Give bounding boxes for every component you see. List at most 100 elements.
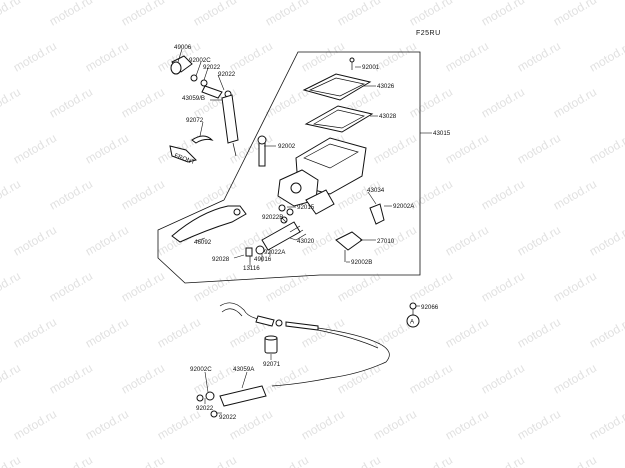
reservoir-cap-screws bbox=[349, 57, 355, 70]
watermark-text: motod.ru bbox=[155, 315, 203, 351]
label-92002a: 92002A bbox=[393, 203, 415, 210]
watermark-text: motod.ru bbox=[83, 315, 131, 351]
watermark-text: motod.ru bbox=[119, 177, 167, 213]
watermark-text: motod.ru bbox=[0, 177, 23, 213]
watermark-text: motod.ru bbox=[515, 223, 563, 259]
label-43034: 43034 bbox=[367, 187, 385, 194]
watermark-text: motod.ru bbox=[11, 315, 59, 351]
watermark-text: motod.ru bbox=[587, 407, 625, 443]
watermark-text: motod.ru bbox=[371, 131, 419, 167]
label-92002c-bottom: 92002C bbox=[190, 366, 212, 373]
label-92072: 92072 bbox=[186, 117, 204, 124]
watermark-text: motod.ru bbox=[551, 0, 599, 29]
lower-hose-fitting bbox=[196, 385, 267, 418]
watermark-text: motod.ru bbox=[263, 0, 311, 29]
label-92028: 92028 bbox=[212, 256, 230, 263]
watermark-text: motod.ru bbox=[47, 177, 95, 213]
label-43015: 43015 bbox=[433, 130, 451, 137]
label-92022b: 92022B bbox=[262, 214, 283, 221]
watermark-text: motod.ru bbox=[479, 85, 527, 121]
watermark-text: motod.ru bbox=[299, 315, 347, 351]
watermark-text: motod.ru bbox=[119, 361, 167, 397]
watermark-text: motod.ru bbox=[83, 223, 131, 259]
watermark-text: motod.ru bbox=[515, 39, 563, 75]
watermark-text: motod.ru bbox=[587, 131, 625, 167]
label-92022-bottom-1: 92022 bbox=[196, 405, 214, 412]
watermark-text: motod.ru bbox=[47, 453, 95, 468]
label-43020: 43020 bbox=[297, 238, 315, 245]
watermark-text: motod.ru bbox=[515, 407, 563, 443]
banjo-fitting-top bbox=[170, 55, 232, 99]
watermark-text: motod.ru bbox=[227, 39, 275, 75]
watermark-text: motod.ru bbox=[443, 39, 491, 75]
watermark-text: motod.ru bbox=[479, 453, 527, 468]
reservoir-cap bbox=[302, 73, 372, 101]
label-92002c-top: 92002C bbox=[189, 57, 211, 64]
watermark-text: motod.ru bbox=[47, 85, 95, 121]
watermark-text: motod.ru bbox=[551, 177, 599, 213]
watermark-text: motod.ru bbox=[47, 269, 95, 305]
watermark-text: motod.ru bbox=[479, 0, 527, 29]
diagram-code: F25RU bbox=[416, 30, 441, 37]
label-27010: 27010 bbox=[377, 238, 395, 245]
watermark-text: motod.ru bbox=[299, 407, 347, 443]
label-43059b: 43059/B bbox=[182, 95, 205, 102]
watermark-text: motod.ru bbox=[551, 269, 599, 305]
watermark-text: motod.ru bbox=[263, 453, 311, 468]
watermark-text: motod.ru bbox=[479, 361, 527, 397]
marker-a: A bbox=[406, 302, 420, 328]
label-49016: 49016 bbox=[254, 256, 272, 263]
watermark-text: motod.ru bbox=[263, 269, 311, 305]
watermark-text: motod.ru bbox=[83, 131, 131, 167]
label-49006: 49006 bbox=[174, 44, 192, 51]
watermark-text: motod.ru bbox=[227, 407, 275, 443]
label-92022-top-2: 92022 bbox=[218, 71, 236, 78]
watermark-text: motod.ru bbox=[335, 269, 383, 305]
watermark-text: motod.ru bbox=[551, 361, 599, 397]
watermark-text: motod.ru bbox=[551, 453, 599, 468]
watermark-text: motod.ru bbox=[587, 223, 625, 259]
label-92002: 92002 bbox=[278, 143, 296, 150]
brake-lever bbox=[171, 205, 247, 243]
watermark-text: motod.ru bbox=[443, 315, 491, 351]
watermark-text: motod.ru bbox=[0, 0, 23, 29]
mounting-clamp bbox=[335, 203, 385, 262]
label-43059a: 43059A bbox=[233, 366, 255, 373]
watermark-text: motod.ru bbox=[587, 315, 625, 351]
label-92066: 92066 bbox=[421, 304, 439, 311]
watermark-text: motod.ru bbox=[407, 453, 455, 468]
watermark-text: motod.ru bbox=[11, 39, 59, 75]
watermark-text: motod.ru bbox=[0, 85, 23, 121]
label-92022-top-1: 92022 bbox=[203, 64, 221, 71]
watermark-text: motod.ru bbox=[155, 407, 203, 443]
watermark-text: motod.ru bbox=[479, 177, 527, 213]
watermark-text: motod.ru bbox=[407, 361, 455, 397]
leader-lines bbox=[177, 48, 432, 414]
diaphragm-plate bbox=[304, 105, 374, 133]
watermark-text: motod.ru bbox=[119, 0, 167, 29]
watermark-text: motod.ru bbox=[119, 269, 167, 305]
watermark-text: motod.ru bbox=[371, 407, 419, 443]
label-92015: 92015 bbox=[297, 204, 315, 211]
watermark-text: motod.ru bbox=[47, 361, 95, 397]
watermark-text: motod.ru bbox=[11, 223, 59, 259]
label-92022a: 92022A bbox=[264, 249, 286, 256]
watermark-text: motod.ru bbox=[119, 453, 167, 468]
watermark-text: motod.ru bbox=[119, 85, 167, 121]
small-bolt-parts bbox=[245, 204, 286, 262]
watermark-text: motod.ru bbox=[407, 269, 455, 305]
cable-grommet bbox=[264, 335, 278, 354]
watermark-text: motod.ru bbox=[515, 315, 563, 351]
watermark-text: motod.ru bbox=[335, 453, 383, 468]
watermark-text: motod.ru bbox=[407, 0, 455, 29]
watermark-text: motod.ru bbox=[551, 85, 599, 121]
brake-hose-top bbox=[221, 94, 239, 157]
marker-letter: A bbox=[410, 319, 415, 326]
watermark-text: motod.ru bbox=[191, 269, 239, 305]
label-43028: 43028 bbox=[379, 113, 397, 120]
watermark-text: motod.ru bbox=[479, 269, 527, 305]
watermark-text: motod.ru bbox=[0, 453, 23, 468]
